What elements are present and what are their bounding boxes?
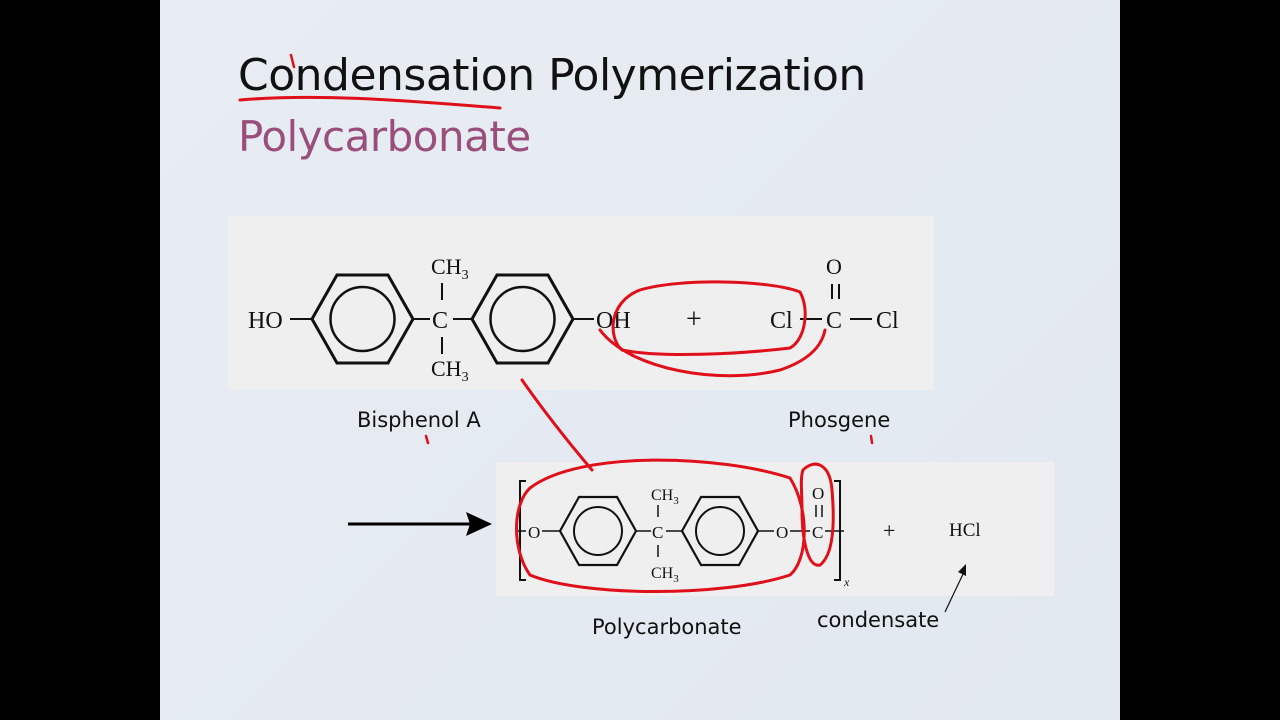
polycarbonate-caption: Polycarbonate [592, 615, 742, 639]
bisphenol-a-caption: Bisphenol A [357, 408, 481, 432]
benzene-ring-2 [470, 273, 575, 365]
reaction-diagram: HO C CH3 CH3 OH + Cl C [238, 53, 981, 613]
hcl-label: HCl [949, 520, 981, 541]
benzene-ring-3 [558, 495, 638, 567]
plus-sign-1: + [686, 304, 702, 335]
methyl-top-label: CH3 [431, 254, 469, 283]
plus-sign-2: + [883, 518, 895, 543]
condensate-caption: condensate [817, 608, 940, 632]
phosgene-structure: Cl C Cl O [770, 254, 899, 334]
carbonyl-carbon-label: C [826, 308, 842, 334]
ho-group-label: HO [248, 308, 283, 334]
oh-cl-underswoop-mark [598, 328, 827, 378]
products-image [496, 462, 1054, 596]
polymer-methyl-bottom-label: CH3 [651, 565, 679, 585]
connector-stroke-mark [520, 378, 594, 472]
chlorine-left-label: Cl [770, 308, 793, 334]
benzene-ring-1 [310, 273, 415, 365]
carbonyl-loop-mark [799, 462, 835, 567]
polymer-methyl-top-label: CH3 [651, 487, 679, 507]
condensate-pointer-icon [958, 564, 966, 576]
oxygen-right-label: O [776, 523, 788, 542]
bisphenol-a-structure: HO C CH3 CH3 OH [248, 254, 631, 385]
title-tick-mark [289, 53, 296, 69]
benzene-ring-4 [680, 495, 760, 567]
chlorine-right-label: Cl [876, 308, 899, 334]
title-underline-mark [238, 95, 502, 110]
bisphenol-tick-mark [424, 434, 430, 445]
phosgene-tick-mark [869, 434, 874, 445]
phosgene-caption: Phosgene [788, 408, 891, 432]
polymer-central-carbon-label: C [652, 523, 663, 542]
pen-annotations [238, 53, 874, 593]
condensate-pointer-line [944, 571, 965, 613]
carbonyl-oxygen-label: O [826, 254, 842, 279]
oxygen-left-label: O [528, 523, 540, 542]
repeat-unit-loop-mark [515, 458, 806, 593]
methyl-bottom-label: CH3 [431, 356, 469, 385]
slide-subtitle: Polycarbonate [238, 112, 531, 161]
polymer-carbonyl-carbon-label: C [812, 523, 823, 542]
slide-title: Condensation Polymerization [238, 50, 866, 101]
reaction-arrow-icon [466, 512, 492, 536]
repeat-subscript: x [843, 575, 850, 589]
slide: Condensation Polymerization Polycarbonat… [160, 0, 1120, 720]
oh-cl-loop-mark [611, 280, 807, 356]
polymer-carbonyl-oxygen-label: O [812, 484, 824, 503]
polycarbonate-structure: O C CH3 CH3 O C O [516, 480, 850, 589]
reactants-image [228, 216, 934, 390]
central-carbon-label: C [432, 308, 448, 334]
